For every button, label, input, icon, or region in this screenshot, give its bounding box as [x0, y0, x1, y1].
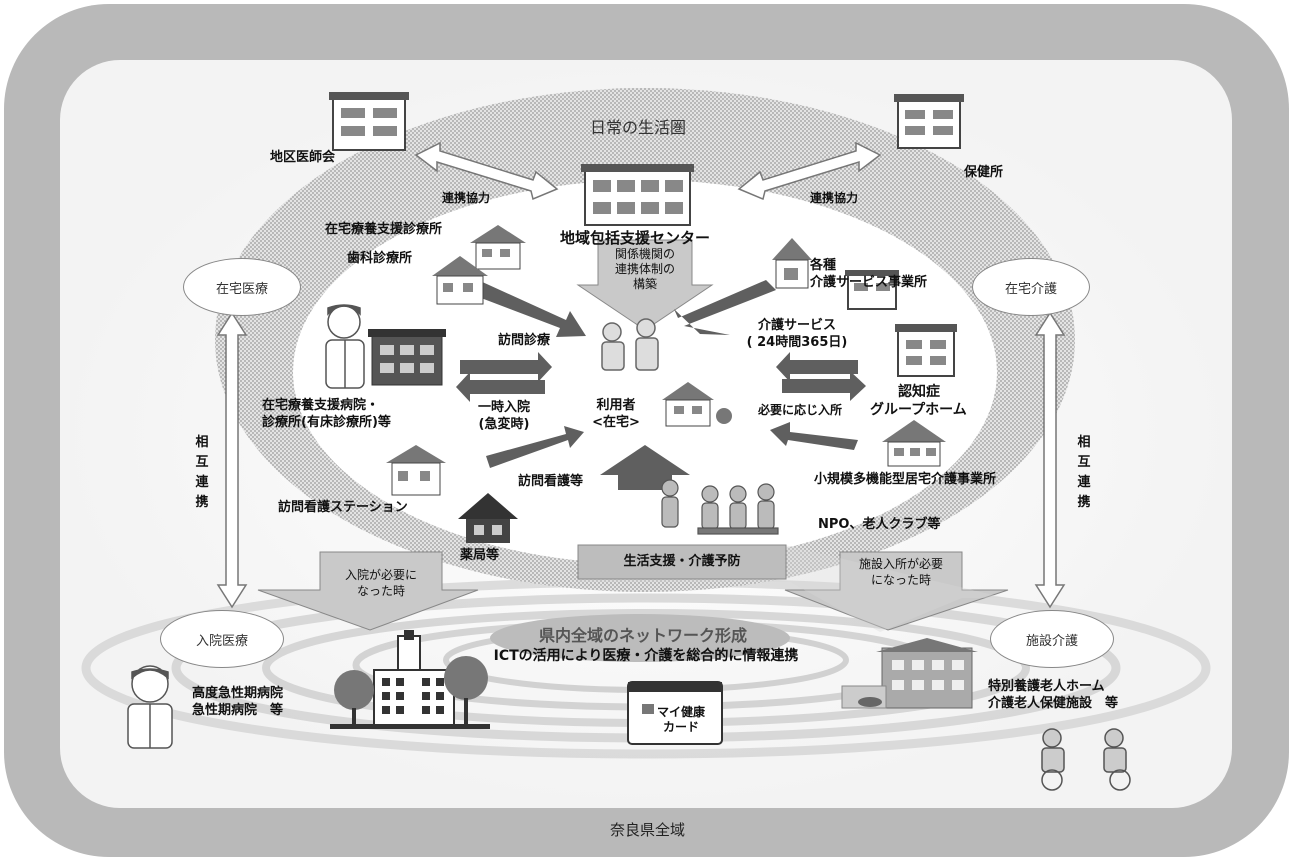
- user-home-icon: [662, 382, 732, 427]
- inpatient-oval: 入院医療: [160, 610, 284, 668]
- dental-label: 歯科診療所: [347, 251, 413, 266]
- facility-care-oval: 施設介護: [990, 610, 1114, 668]
- my-health-card-icon: [627, 681, 723, 745]
- home-care-oval: 在宅介護: [972, 258, 1090, 316]
- clinic-house-icon: [470, 225, 526, 270]
- visit-medical-label: 訪問診療: [498, 333, 551, 348]
- elderly-group-icon: [661, 479, 779, 535]
- building-icon: [845, 270, 899, 310]
- district-medical-label: 地区医師会: [270, 150, 336, 165]
- building-icon: [894, 94, 964, 149]
- facility-needed-label: 施設入所が必要になった時: [858, 557, 943, 587]
- daily-life-area-label: 日常の生活圏: [590, 118, 687, 137]
- pharmacy-label: 薬局等: [460, 548, 500, 563]
- life-support-label: 生活支援・介護予防: [623, 554, 741, 569]
- temp-admission-label: 一時入院(急変時): [477, 400, 530, 432]
- visit-nursing-house-icon: [386, 445, 446, 496]
- hospital-doctor-icon: [127, 665, 173, 749]
- cooperation-arrows: [414, 141, 882, 201]
- acute-hospital-label: 高度急性期病院急性期病院 等: [192, 686, 284, 718]
- nursing-home-label: 特別養護老人ホーム介護老人保健施設 等: [988, 679, 1119, 711]
- my-health-card-label: マイ健康カード: [656, 705, 705, 734]
- npo-label: NPO、老人クラブ等: [818, 517, 941, 532]
- framework-arrow: [576, 239, 714, 331]
- cooperation-left-label: 連携協力: [442, 191, 491, 205]
- life-support-box: [577, 544, 787, 580]
- visit-nursing-station-label: 訪問看護ステーション: [278, 500, 408, 515]
- home-hospital-label: 在宅療養支援病院・診療所(有床診療所)等: [262, 398, 391, 430]
- support-center-label: 地域包括支援センター: [560, 229, 711, 247]
- hospital-building-icon: [368, 329, 446, 386]
- visit-nursing-label: 訪問看護等: [518, 474, 584, 489]
- dental-house-icon: [432, 256, 488, 305]
- cooperation-right-label: 連携協力: [810, 191, 859, 205]
- support-center-building-icon: [581, 164, 694, 226]
- small-multi-house-icon: [882, 420, 946, 467]
- care-services-label: 各種介護サービス事業所: [810, 258, 928, 290]
- network-core: [490, 614, 790, 662]
- mutual-cooperation-right: 相互連携: [1077, 435, 1091, 510]
- mutual-cooperation-left: 相互連携: [195, 435, 209, 510]
- prefecture-label: 奈良県全域: [610, 821, 686, 839]
- care-service-label: 介護サービス( 24時間365日): [746, 318, 848, 350]
- care-office-house-icon: [772, 238, 812, 289]
- transition-arrows: [257, 551, 1009, 631]
- home-medical-oval: 在宅医療: [183, 258, 301, 316]
- small-multi-label: 小規模多機能型居宅介護事業所: [814, 472, 997, 487]
- building-icon: [329, 92, 409, 151]
- network-title: 県内全域のネットワーク形成: [538, 626, 747, 645]
- health-center-label: 保健所: [964, 165, 1004, 180]
- pharmacy-house-icon: [458, 493, 518, 543]
- network-subtitle: ICTの活用により医療・介護を総合的に情報連携: [493, 648, 799, 664]
- framework-label: 関係機関の連携体制の構築: [614, 247, 675, 291]
- doctor-icon: [325, 304, 365, 389]
- user-label: 利用者<在宅>: [592, 398, 640, 430]
- wheelchair-users-icon: [1041, 728, 1131, 791]
- dementia-gh-label: 認知症グループホーム: [870, 384, 967, 418]
- group-home-building-icon: [895, 324, 957, 377]
- service-arrows: [456, 280, 866, 490]
- mutual-arrows: [216, 311, 1066, 609]
- admission-as-needed-label: 必要に応じ入所: [758, 403, 843, 417]
- nursing-home-building-icon: [841, 638, 978, 709]
- home-clinic-label: 在宅療養支援診療所: [325, 222, 443, 237]
- patient-user-icon: [601, 318, 659, 371]
- acute-hospital-icon: [330, 630, 490, 729]
- hospitalization-needed-label: 入院が必要になった時: [344, 568, 417, 598]
